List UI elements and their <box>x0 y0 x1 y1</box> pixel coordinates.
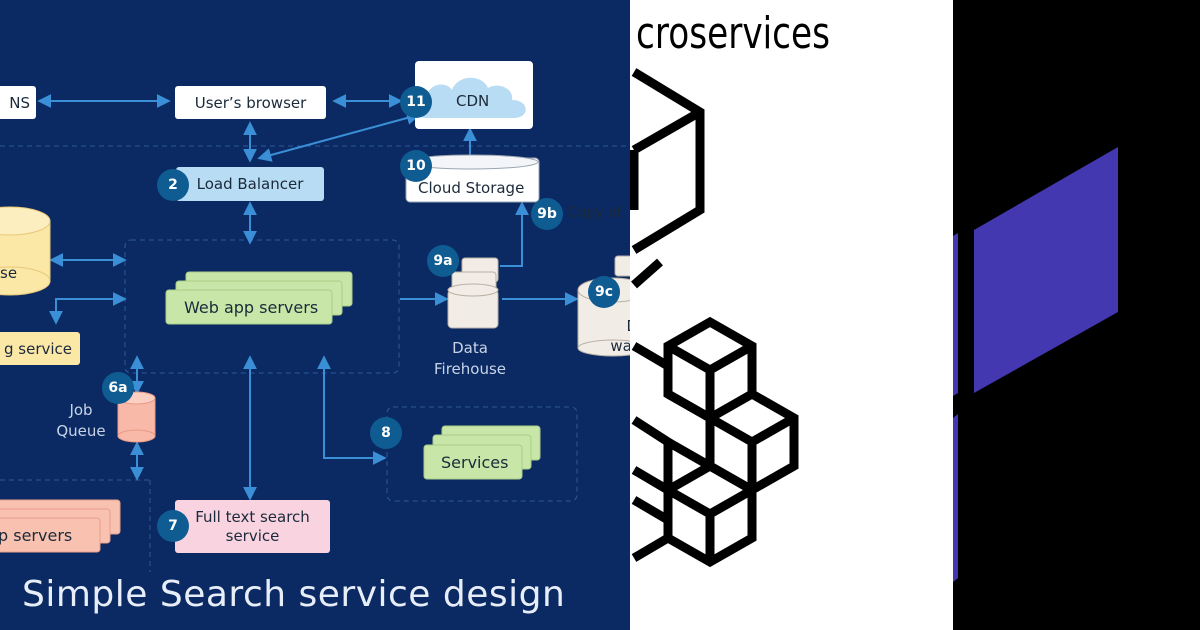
badge-6a: 6a <box>102 372 134 404</box>
microservices-title: croservices <box>636 8 831 59</box>
job-queue-label: Job Queue <box>54 400 108 442</box>
dns-label: NS <box>9 93 30 112</box>
job-queue-label-line1: Job <box>69 401 93 419</box>
web-app-server-stack <box>165 271 353 325</box>
data-warehouse-label-line2: war <box>610 337 630 355</box>
load-balancer-box: Load Balancer <box>176 167 324 201</box>
purple-block-large <box>974 147 1118 393</box>
microservices-panel: croservices <box>630 0 953 630</box>
data-firehouse-label-line2: Firehouse <box>433 360 506 378</box>
job-queue-cylinder <box>117 391 156 443</box>
arrows <box>37 94 579 501</box>
full-text-search-box: Full text search service <box>175 500 330 553</box>
database-cylinder <box>0 206 51 296</box>
badge-2: 2 <box>157 169 189 201</box>
cdn-label: CDN <box>456 92 490 110</box>
services-stack <box>423 425 541 480</box>
web-app-servers-label: Web app servers <box>184 298 319 317</box>
cloud-storage-cylinder <box>405 154 540 203</box>
badge-9a: 9a <box>427 245 459 277</box>
purple-logo-panel <box>953 0 1200 630</box>
database-label: se <box>0 264 18 282</box>
data-firehouse-cylinders <box>447 257 499 329</box>
full-text-search-label-line1: Full text search <box>195 507 310 526</box>
badge-7: 7 <box>157 510 189 542</box>
cube-cluster <box>631 316 799 568</box>
app-servers-label: p servers <box>0 526 73 545</box>
badge-9c: 9c <box>588 276 620 308</box>
badge-8: 8 <box>370 417 402 449</box>
cubes-icon <box>630 68 799 568</box>
cdn-box <box>415 61 533 129</box>
full-text-search-label-line2: service <box>225 526 280 545</box>
system-design-diagram: NS User’s browser CDN Load Balancer Clou… <box>0 0 630 630</box>
badge-10: 10 <box>400 150 432 182</box>
data-warehouse-label: D war <box>598 316 630 356</box>
data-firehouse-label: Data Firehouse <box>420 338 520 380</box>
purple-block-sliver-top <box>953 233 958 396</box>
logging-service-label: g service <box>3 339 73 358</box>
app-server-stack <box>0 499 121 553</box>
diagram-title: Simple Search service design <box>22 574 566 615</box>
logging-service-box: g service <box>0 332 80 365</box>
services-label: Services <box>441 453 509 472</box>
load-balancer-label: Load Balancer <box>196 175 304 193</box>
data-warehouse-label-line1: D <box>598 316 630 336</box>
dns-box: NS <box>0 86 36 119</box>
purple-blocks-logo <box>953 147 1118 582</box>
badge-11: 11 <box>400 86 432 118</box>
copy-of-label: Copy of <box>568 205 622 221</box>
badge-9b: 9b <box>531 198 563 230</box>
purple-block-sliver-bottom <box>953 414 958 582</box>
data-firehouse-label-line1: Data <box>452 339 488 357</box>
cloud-storage-label: Cloud Storage <box>418 179 525 197</box>
browser-box: User’s browser <box>175 86 326 119</box>
browser-label: User’s browser <box>194 93 307 112</box>
job-queue-label-line2: Queue <box>56 422 106 440</box>
diagram-connectors <box>0 61 630 572</box>
